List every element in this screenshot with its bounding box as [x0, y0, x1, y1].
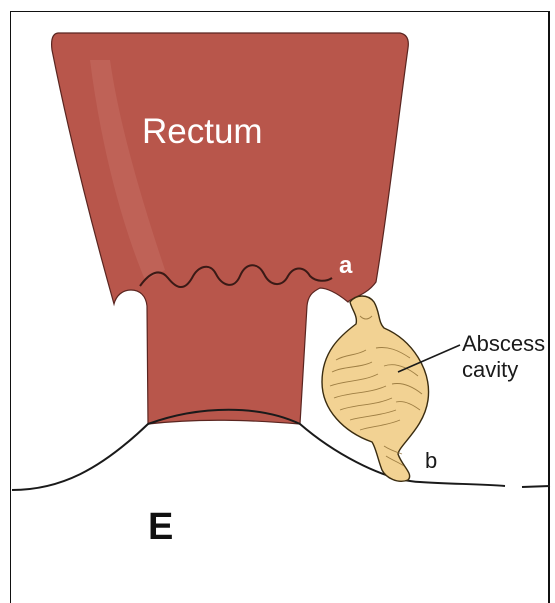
point-b-label: b [425, 448, 437, 474]
panel-letter: E [148, 506, 173, 549]
abscess-cavity [322, 296, 429, 481]
skin-line-right [522, 486, 550, 487]
rectum-label: Rectum [142, 112, 263, 152]
abscess-callout: Abscess cavity [462, 331, 545, 383]
abscess-callout-line2: cavity [462, 357, 545, 383]
abscess-callout-line1: Abscess [462, 331, 545, 357]
point-a-label: a [339, 252, 352, 280]
